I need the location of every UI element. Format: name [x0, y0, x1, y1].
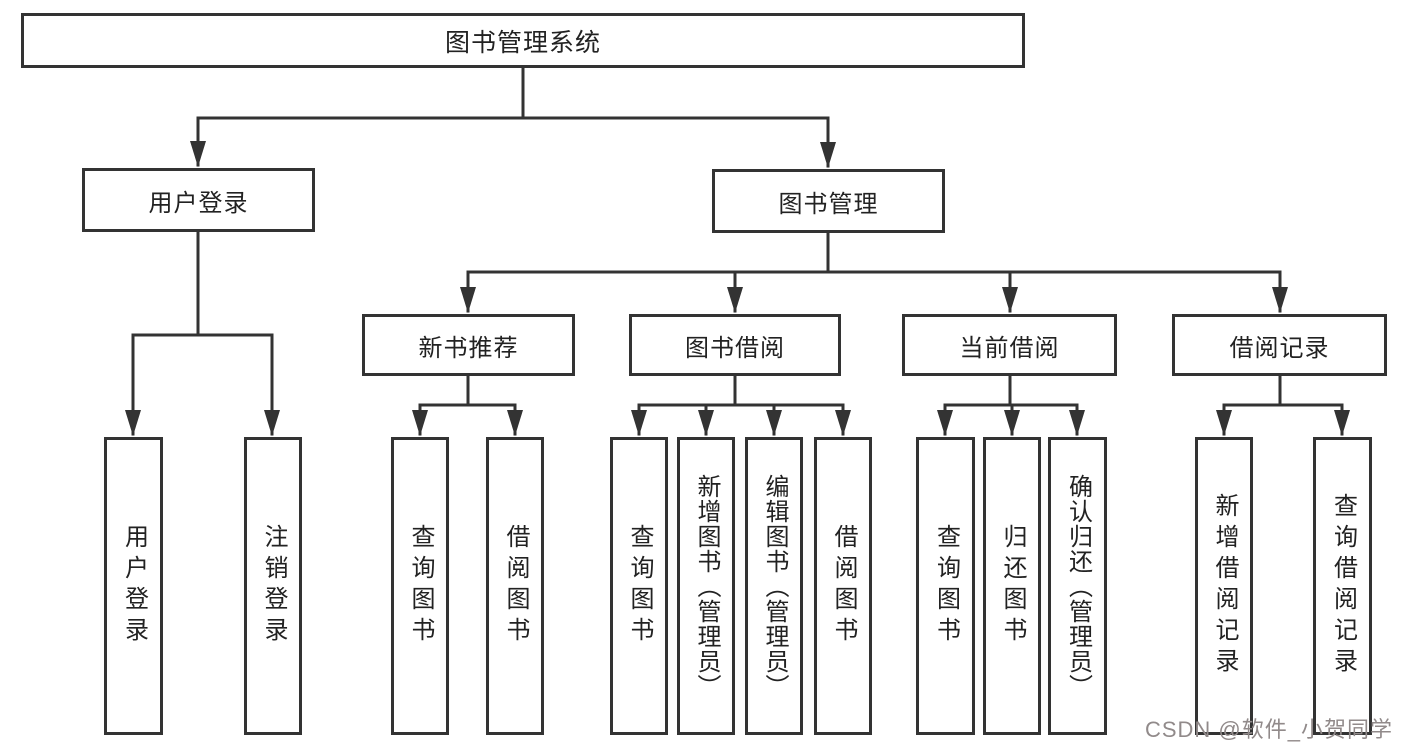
- leaf-query-book-2-label: 查询图书: [626, 524, 653, 648]
- leaf-confirm-return-admin-label: 确认归还（管理员）: [1064, 473, 1092, 699]
- leaf-return-book: 归还图书: [983, 437, 1041, 735]
- leaf-return-book-label: 归还图书: [999, 524, 1026, 648]
- node-borrow-record: 借阅记录: [1172, 314, 1387, 376]
- leaf-borrow-book-1-label: 借阅图书: [502, 524, 529, 648]
- leaf-query-book-1-label: 查询图书: [407, 524, 434, 648]
- node-current-borrow: 当前借阅: [902, 314, 1117, 376]
- node-book-management: 图书管理: [712, 169, 945, 233]
- leaf-borrow-book-2-label: 借阅图书: [830, 524, 857, 648]
- leaf-add-borrow-record: 新增借阅记录: [1195, 437, 1253, 735]
- node-user-login-label: 用户登录: [148, 189, 249, 217]
- node-new-book-recommend-label: 新书推荐: [418, 334, 519, 362]
- leaf-edit-book-admin-label: 编辑图书（管理员）: [761, 473, 788, 699]
- leaf-query-borrow-record: 查询借阅记录: [1313, 437, 1372, 735]
- leaf-user-login-label: 用户登录: [120, 524, 148, 648]
- node-book-borrow-label: 图书借阅: [685, 334, 785, 362]
- node-current-borrow-label: 当前借阅: [959, 334, 1060, 362]
- leaf-query-book-2: 查询图书: [610, 437, 668, 735]
- leaf-borrow-book-2: 借阅图书: [814, 437, 872, 735]
- leaf-user-login: 用户登录: [104, 437, 163, 735]
- leaf-logout: 注销登录: [244, 437, 302, 735]
- node-new-book-recommend: 新书推荐: [362, 314, 575, 376]
- leaf-add-borrow-record-label: 新增借阅记录: [1211, 493, 1238, 679]
- leaf-query-book-3-label: 查询图书: [932, 524, 960, 648]
- leaf-logout-label: 注销登录: [260, 524, 287, 648]
- leaf-query-borrow-record-label: 查询借阅记录: [1329, 493, 1357, 679]
- node-book-borrow: 图书借阅: [629, 314, 841, 376]
- leaf-confirm-return-admin: 确认归还（管理员）: [1048, 437, 1107, 735]
- node-borrow-record-label: 借阅记录: [1229, 334, 1330, 362]
- leaf-edit-book-admin: 编辑图书（管理员）: [745, 437, 803, 735]
- leaf-add-book-admin-label: 新增图书（管理员）: [693, 473, 720, 699]
- csdn-watermark: CSDN @软件_小贺同学: [1144, 717, 1393, 742]
- leaf-query-book-3: 查询图书: [916, 437, 975, 735]
- node-root-system: 图书管理系统: [21, 13, 1025, 68]
- node-book-management-label: 图书管理: [778, 190, 879, 218]
- leaf-query-book-1: 查询图书: [391, 437, 449, 735]
- leaf-borrow-book-1: 借阅图书: [486, 437, 544, 735]
- leaf-add-book-admin: 新增图书（管理员）: [677, 437, 735, 735]
- node-root-label: 图书管理系统: [444, 28, 601, 57]
- node-user-login: 用户登录: [82, 168, 315, 232]
